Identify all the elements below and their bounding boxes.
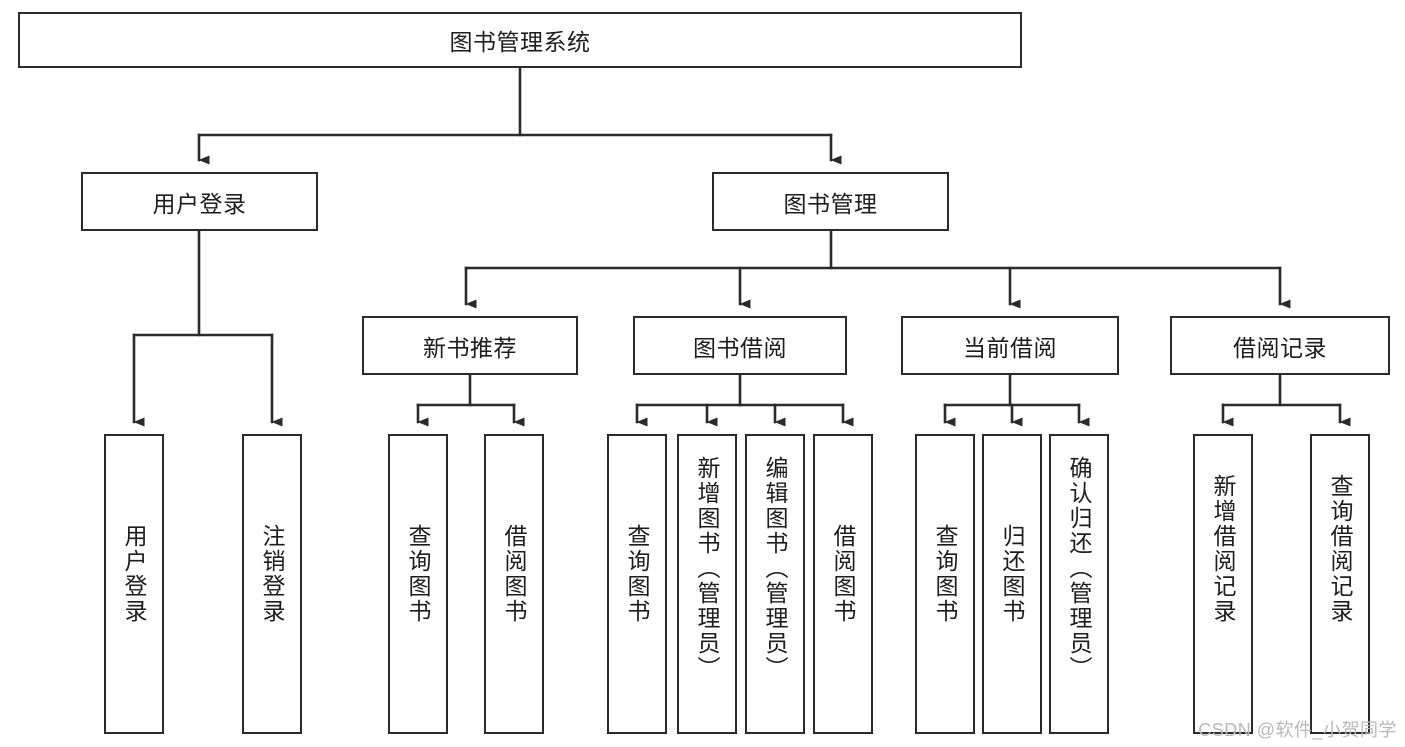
node-label: 用户登录	[152, 190, 247, 217]
node-label: 用户登录	[121, 524, 148, 624]
node-label: 归还图书	[999, 524, 1026, 624]
node-label: 查询图书	[405, 524, 432, 624]
node-label: 当前借阅	[963, 334, 1057, 361]
node-loan-records[interactable]: 借阅记录	[1170, 316, 1390, 375]
node-label: 借阅图书	[501, 524, 528, 624]
node-label: 图书借阅	[693, 334, 787, 361]
leaf-edit-book-admin[interactable]: 编辑图书（管理员）	[745, 434, 805, 734]
node-label: 新增图书（管理员）	[694, 456, 721, 681]
leaf-confirm-return-admin[interactable]: 确认归还（管理员）	[1049, 434, 1109, 734]
node-current-loans[interactable]: 当前借阅	[901, 316, 1119, 375]
leaf-user-logout[interactable]: 注销登录	[242, 434, 302, 734]
node-label: 查询图书	[624, 524, 651, 624]
node-book-management[interactable]: 图书管理	[712, 172, 949, 231]
leaf-query-book-current[interactable]: 查询图书	[915, 434, 975, 734]
node-label: 图书管理系统	[449, 29, 591, 55]
node-root-book-management-system[interactable]: 图书管理系统	[18, 12, 1022, 68]
node-label: 图书管理	[783, 190, 878, 217]
leaf-query-book-recommendation[interactable]: 查询图书	[388, 434, 448, 734]
node-label: 查询图书	[932, 524, 959, 624]
leaf-return-book[interactable]: 归还图书	[982, 434, 1042, 734]
leaf-user-login[interactable]: 用户登录	[104, 434, 164, 734]
node-label: 新书推荐	[423, 334, 517, 361]
leaf-borrow-book[interactable]: 借阅图书	[813, 434, 873, 734]
node-new-book-recommendation[interactable]: 新书推荐	[362, 316, 578, 375]
node-label: 确认归还（管理员）	[1066, 456, 1093, 681]
leaf-query-book-borrow[interactable]: 查询图书	[607, 434, 667, 734]
node-label: 查询借阅记录	[1327, 474, 1354, 624]
node-label: 借阅记录	[1233, 334, 1327, 361]
node-book-borrowing[interactable]: 图书借阅	[633, 316, 847, 375]
leaf-add-loan-record[interactable]: 新增借阅记录	[1193, 434, 1253, 734]
node-user-login[interactable]: 用户登录	[81, 172, 318, 231]
leaf-query-loan-record[interactable]: 查询借阅记录	[1310, 434, 1370, 734]
node-label: 借阅图书	[830, 524, 857, 624]
leaf-borrow-book-recommendation[interactable]: 借阅图书	[484, 434, 544, 734]
node-label: 编辑图书（管理员）	[762, 456, 789, 681]
node-label: 注销登录	[259, 524, 286, 624]
leaf-add-book-admin[interactable]: 新增图书（管理员）	[677, 434, 737, 734]
node-label: 新增借阅记录	[1210, 474, 1237, 624]
csdn-watermark: CSDN @软件_小贺同学	[1198, 720, 1397, 740]
